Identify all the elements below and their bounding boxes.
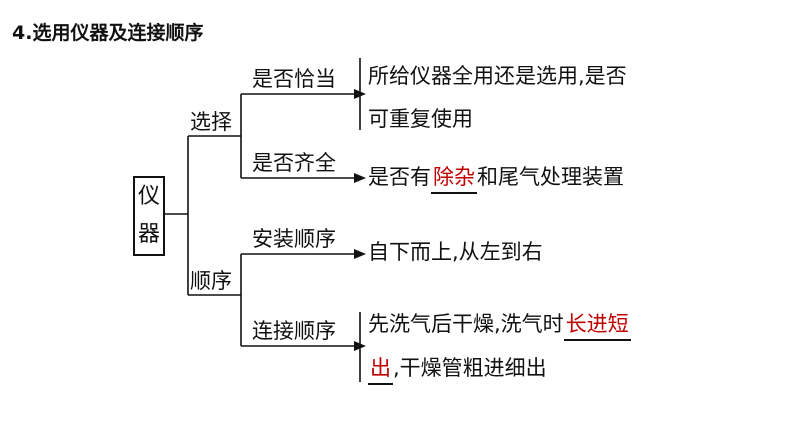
- item3-text: 自下而上,从左到右: [368, 240, 543, 264]
- item-label-qiadang: 是否恰当: [252, 67, 336, 91]
- item-label-qiquan: 是否齐全: [252, 151, 336, 175]
- item-label-anzhuang: 安装顺序: [252, 227, 336, 251]
- item4-line1-text: 先洗气后干燥,洗气时: [368, 312, 564, 336]
- item4-answer-blank-1: 长进短: [563, 312, 631, 341]
- item2-text: 是否有除杂和尾气处理装置: [368, 165, 624, 194]
- item1-line1: 所给仪器全用还是选用,是否: [368, 64, 627, 88]
- arrow-head-3: [354, 249, 366, 259]
- root-char-1: 仪: [137, 184, 160, 209]
- item4-line2: 出,干燥管粗进细出: [368, 356, 547, 385]
- item4-answer-blank-2: 出: [368, 356, 393, 385]
- item2-suffix: 和尾气处理装置: [477, 165, 624, 189]
- group-label-shunxu: 顺序: [190, 269, 232, 293]
- item4-line1: 先洗气后干燥,洗气时长进短: [368, 312, 631, 341]
- item2-prefix: 是否有: [368, 165, 431, 189]
- root-box: 仪 器: [133, 176, 165, 256]
- arrow-head-4: [354, 341, 366, 351]
- item-label-lianjie: 连接顺序: [252, 319, 336, 343]
- arrow-head-2: [354, 173, 366, 183]
- item2-answer-blank: 除杂: [431, 165, 477, 194]
- root-char-2: 器: [137, 222, 160, 247]
- item4-line2-text: ,干燥管粗进细出: [393, 356, 547, 380]
- group-label-xuanze: 选择: [190, 110, 232, 134]
- arrow-head-1: [354, 89, 366, 99]
- item1-line2: 可重复使用: [368, 107, 473, 131]
- section-heading: 4.选用仪器及连接顺序: [12, 22, 204, 44]
